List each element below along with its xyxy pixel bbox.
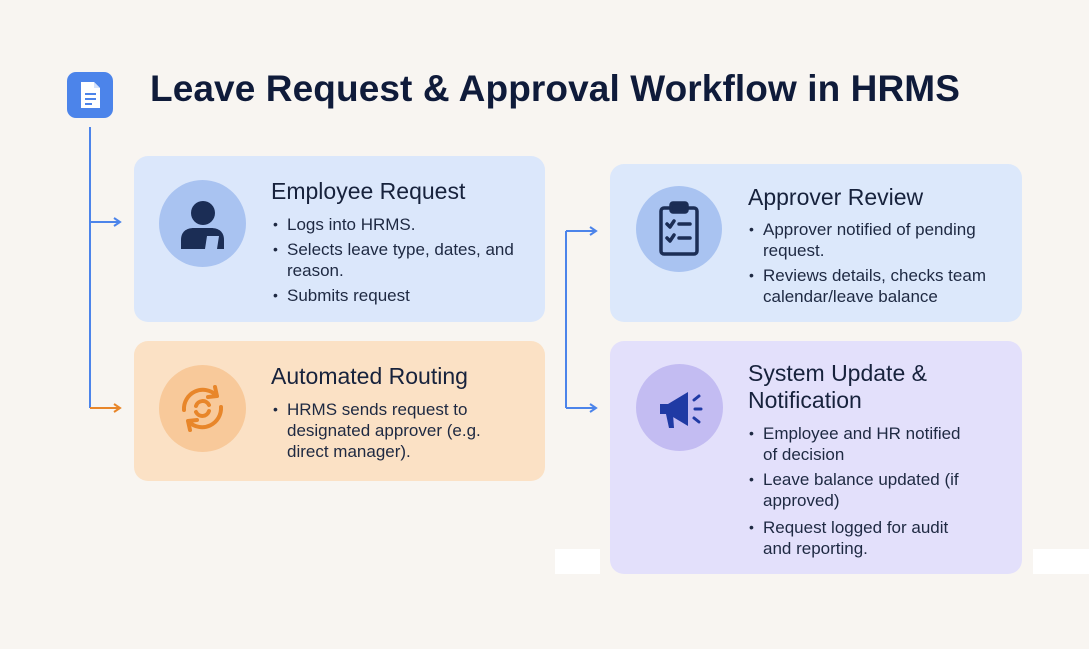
bullet-item: Employee and HR notified of decision xyxy=(747,423,977,465)
approver-review-card: Approver Review Approver notified of pen… xyxy=(610,164,1022,322)
employee-request-card: Employee Request Logs into HRMS. Selects… xyxy=(134,156,545,322)
automated-routing-card: Automated Routing HRMS sends request to … xyxy=(134,341,545,481)
bullet-item: Request logged for audit and reporting. xyxy=(747,517,977,559)
step-bullets: Logs into HRMS. Selects leave type, date… xyxy=(271,214,526,310)
step-title: Employee Request xyxy=(271,178,466,204)
document-icon xyxy=(67,72,113,118)
refresh-arrows-icon xyxy=(159,365,246,452)
step-bullets: Employee and HR notified of decision Lea… xyxy=(747,423,977,563)
person-icon xyxy=(159,180,246,267)
bullet-item: Submits request xyxy=(271,285,526,306)
step-title: Approver Review xyxy=(748,184,924,210)
page-title: Leave Request & Approval Workflow in HRM… xyxy=(150,68,961,109)
bullet-item: HRMS sends request to designated approve… xyxy=(271,399,503,462)
background-patch xyxy=(1033,549,1089,574)
bullet-item: Reviews details, checks team calendar/le… xyxy=(747,265,1002,307)
bullet-item: Leave balance updated (if approved) xyxy=(747,469,977,511)
bullet-item: Logs into HRMS. xyxy=(271,214,526,235)
bullet-item: Selects leave type, dates, and reason. xyxy=(271,239,526,281)
step-bullets: HRMS sends request to designated approve… xyxy=(271,399,503,466)
step-bullets: Approver notified of pending request. Re… xyxy=(747,219,1002,311)
clipboard-checklist-icon xyxy=(636,186,722,272)
background-patch xyxy=(555,549,600,574)
bullet-item: Approver notified of pending request. xyxy=(747,219,1002,261)
step-title: Automated Routing xyxy=(271,363,468,389)
system-update-card: System Update & Notification Employee an… xyxy=(610,341,1022,574)
left-connector xyxy=(89,127,122,413)
step-title: System Update & Notification xyxy=(748,360,927,413)
right-connector xyxy=(565,226,598,413)
megaphone-icon xyxy=(636,364,723,451)
